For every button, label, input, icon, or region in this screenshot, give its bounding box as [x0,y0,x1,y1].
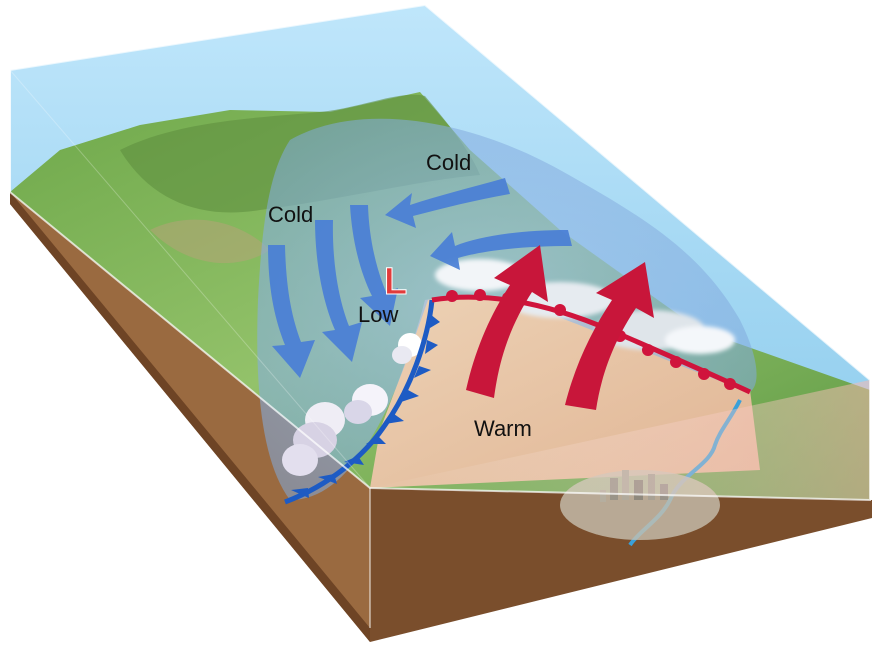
cold-arrow-1 [385,178,510,228]
warm-arrow-2 [565,262,654,410]
cold-label-top: Cold [426,150,471,175]
warm-air-arrows [466,245,654,410]
cold-front-line [284,299,440,505]
warm-arrow-1 [466,245,548,398]
cold-label-left: Cold [268,202,313,227]
cold-arrow-4 [315,220,362,362]
cold-arrow-2 [430,230,572,270]
cold-arrow-5 [350,205,398,326]
low-label: Low [358,302,398,327]
low-symbol: L [384,261,407,303]
glass-box [9,3,871,628]
soil-block [10,192,872,642]
warm-label: Warm [474,416,532,441]
clouds-cold-front [282,333,422,476]
low-pressure-marker: L Low [358,261,408,328]
cold-arrow-3 [268,245,315,378]
cold-air-arrows [268,178,572,378]
